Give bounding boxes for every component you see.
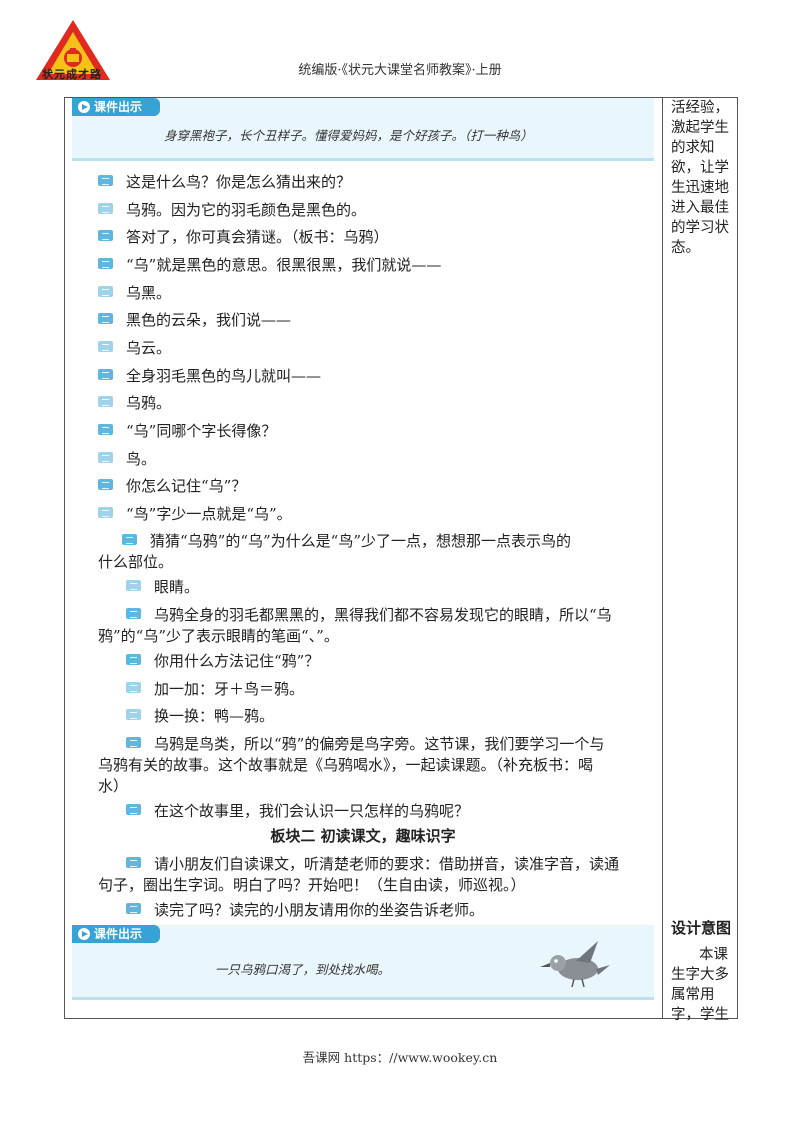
dialogue-line: 答对了，你可真会猜谜。（板书：乌鸦） — [98, 226, 658, 248]
student-badge-icon — [126, 580, 141, 591]
student-badge-icon — [126, 682, 141, 693]
dialogue-line: “鸟”字少一点就是“乌”。 — [98, 503, 658, 525]
paragraph-line: 乌鸦全身的羽毛都黑黑的，黑得我们都不容易发现它的眼睛，所以“乌 — [126, 604, 686, 626]
story-text: 一只乌鸦口渴了，到处找水喝。 — [215, 962, 391, 977]
side-note-top: 活经验， 激起学生 的求知 欲，让学 生迅速地 进入最佳 的学习状 态。 — [671, 100, 729, 256]
dialogue-line: 在这个故事里，我们会认识一只怎样的乌鸦呢？ — [126, 800, 686, 822]
dialogue-line: 这是什么鸟？你是怎么猜出来的？ — [98, 171, 658, 193]
riddle-text: 身穿黑袍子，长个丑样子。懂得爱妈妈，是个好孩子。（打一种鸟） — [164, 128, 533, 143]
paragraph-line: 鸦”的“乌”少了表示眼睛的笔画“、”。 — [98, 627, 339, 645]
page-footer: 吾课网 https：//www.wookey.cn — [302, 1050, 498, 1065]
teacher-badge-icon — [126, 804, 141, 815]
teacher-badge-icon — [126, 654, 141, 665]
column-divider — [662, 97, 663, 1019]
teacher-badge-icon — [98, 175, 113, 186]
student-badge-icon — [126, 709, 141, 720]
dialogue-line: 加一加：牙＋鸟＝鸦。 — [126, 678, 686, 700]
dialogue-line: 黑色的云朵，我们说—— — [98, 309, 658, 331]
paragraph-line: 水） — [98, 777, 129, 795]
teacher-badge-icon — [126, 903, 141, 914]
dialogue-line: 换一换：鸭—鸦。 — [126, 705, 686, 727]
lesson-table — [64, 97, 738, 1019]
logo-text: 状元成才路 — [42, 68, 102, 81]
courseware-tab: 课件出示 — [72, 98, 160, 116]
teacher-badge-icon — [98, 258, 113, 269]
dialogue-line: 乌黑。 — [98, 282, 658, 304]
courseware-box-riddle: 课件出示 身穿黑袍子，长个丑样子。懂得爱妈妈，是个好孩子。（打一种鸟） — [72, 98, 654, 161]
dialogue-line: 乌云。 — [98, 337, 658, 359]
teacher-badge-icon — [98, 230, 113, 241]
dialogue-line: 乌鸦。 — [98, 392, 658, 414]
dialogue-line: 全身羽毛黑色的鸟儿就叫—— — [98, 365, 658, 387]
publisher-logo-icon — [36, 20, 110, 80]
student-badge-icon — [98, 396, 113, 407]
design-intent-heading: 设计意图 — [671, 919, 732, 937]
teacher-badge-icon — [122, 534, 137, 545]
dialogue-line: 眼睛。 — [126, 576, 686, 598]
dialogue-line: 你用什么方法记住“鸦”？ — [126, 650, 686, 672]
dialogue-line: “乌”就是黑色的意思。很黑很黑，我们就说—— — [98, 254, 658, 276]
paragraph-line: 乌鸦有关的故事。这个故事就是《乌鸦喝水》，一起读课题。（补充板书：喝 — [98, 756, 594, 774]
student-badge-icon — [98, 203, 113, 214]
student-badge-icon — [98, 507, 113, 518]
courseware-box-story: 课件出示 一只乌鸦口渴了，到处找水喝。 — [72, 925, 654, 1000]
dialogue-line: “乌”同哪个字长得像？ — [98, 420, 658, 442]
teacher-badge-icon — [98, 479, 113, 490]
paragraph-line: 什么部位。 — [98, 553, 174, 571]
teacher-badge-icon — [126, 737, 141, 748]
paragraph-line: 句子，圈出生字词。明白了吗？开始吧！（生自由读，师巡视。） — [98, 876, 526, 894]
student-badge-icon — [98, 452, 113, 463]
paragraph-line: 请小朋友们自读课文，听清楚老师的要求：借助拼音，读准字音，读通 — [126, 853, 686, 875]
teacher-badge-icon — [126, 857, 141, 868]
play-icon — [78, 101, 90, 113]
courseware-tab: 课件出示 — [72, 925, 160, 943]
paragraph-line: 乌鸦是鸟类，所以“鸦”的偏旁是鸟字旁。这节课，我们要学习一个与 — [126, 733, 686, 755]
student-badge-icon — [98, 286, 113, 297]
teacher-badge-icon — [98, 424, 113, 435]
page-header-title: 统编版·《状元大课堂名师教案》·上册 — [298, 63, 502, 78]
crow-illustration-icon — [540, 941, 610, 988]
paragraph-line: 猜猜“乌鸦”的“乌”为什么是“鸟”少了一点，想想那一点表示鸟的 — [122, 530, 682, 552]
section-title: 板块二 初读课文，趣味识字 — [270, 827, 456, 845]
dialogue-line: 读完了吗？读完的小朋友请用你的坐姿告诉老师。 — [126, 899, 686, 921]
dialogue-line: 乌鸦。因为它的羽毛颜色是黑色的。 — [98, 199, 658, 221]
dialogue-line: 你怎么记住“乌”？ — [98, 475, 658, 497]
teacher-badge-icon — [98, 313, 113, 324]
play-icon — [78, 928, 90, 940]
dialogue-line: 鸟。 — [98, 448, 658, 470]
student-badge-icon — [98, 341, 113, 352]
design-intent-body: 本课 生字大多 属常用 字，学生 — [671, 947, 729, 1023]
teacher-badge-icon — [126, 608, 141, 619]
teacher-badge-icon — [98, 369, 113, 380]
